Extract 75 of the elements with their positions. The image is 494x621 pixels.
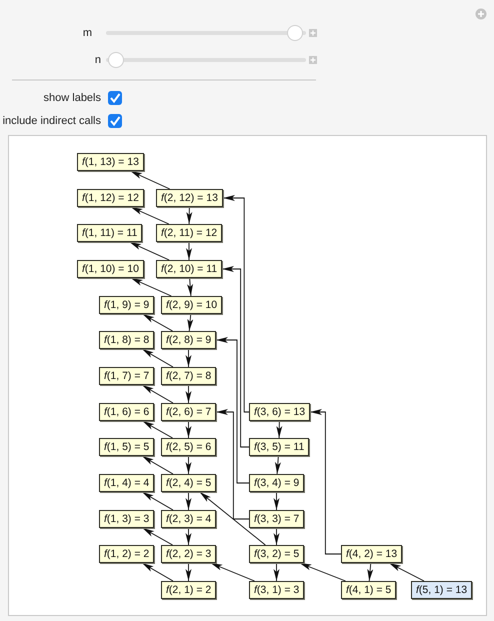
start-node: f(5, 1) = 13 (411, 581, 472, 600)
arrow (186, 420, 192, 438)
arrow (142, 562, 174, 582)
arrow (367, 562, 374, 582)
slider-label: m (82, 26, 92, 40)
call-box: f(1, 3) = 3 (99, 510, 154, 528)
arrow (142, 384, 174, 404)
arrow (130, 206, 170, 224)
checkbox-label: include indirect calls (2, 114, 101, 128)
arrow (276, 420, 282, 438)
arrow (130, 278, 172, 296)
call-box: f(2, 10) = 11 (156, 260, 222, 278)
arrow (299, 562, 346, 582)
call-box: f(1, 11) = 11 (77, 224, 142, 242)
arrow (142, 348, 174, 368)
arrow (142, 314, 173, 332)
arrow (274, 562, 280, 582)
call-box: f(3, 1) = 3 (249, 581, 304, 600)
call-box: f(1, 12) = 12 (77, 188, 144, 207)
call-box: f(1, 5) = 5 (99, 438, 154, 456)
arrow (199, 492, 266, 546)
call-box: f(2, 7) = 8 (161, 367, 216, 386)
arrow (186, 206, 192, 224)
arrow (186, 528, 192, 546)
arrow (130, 170, 170, 190)
arrow (274, 528, 280, 546)
call-box: f(3, 6) = 13 (249, 402, 310, 421)
call-box: f(1, 10) = 10 (77, 260, 144, 278)
call-box: f(2, 8) = 9 (161, 331, 216, 350)
call-box: f(2, 12) = 13 (156, 188, 223, 207)
call-box: f(1, 8) = 8 (99, 331, 154, 350)
call-box: f(3, 4) = 9 (249, 474, 304, 492)
arrow (142, 456, 174, 474)
arrow (310, 409, 342, 554)
call-box: f(3, 5) = 11 (249, 438, 310, 456)
call-box: f(2, 9) = 10 (161, 296, 222, 314)
slider-label: n (94, 53, 101, 67)
call-box: f(1, 2) = 2 (99, 545, 154, 564)
call-box: f(3, 3) = 7 (249, 510, 304, 528)
checkbox-label: show labels (44, 91, 101, 105)
call-box: f(2, 11) = 12 (156, 224, 222, 242)
call-box: f(3, 2) = 5 (249, 545, 304, 564)
arrow (274, 456, 281, 474)
arrow (142, 528, 173, 546)
arrow (216, 337, 250, 484)
call-box: f(1, 7) = 7 (99, 367, 154, 386)
arrow (186, 492, 192, 510)
call-box: f(2, 6) = 7 (161, 402, 216, 421)
arrow (222, 266, 250, 448)
call-box: f(1, 13) = 13 (77, 153, 144, 171)
call-box: f(4, 1) = 5 (341, 581, 396, 600)
arrow (216, 409, 250, 520)
arrow (186, 456, 192, 474)
arrow (187, 278, 194, 296)
call-box: f(4, 2) = 13 (341, 545, 402, 564)
call-box: f(1, 6) = 6 (99, 402, 154, 421)
arrow (274, 492, 280, 510)
call-box: f(2, 5) = 6 (161, 438, 216, 456)
arrow (186, 242, 192, 260)
arrow (142, 492, 174, 510)
call-box: f(2, 3) = 4 (161, 510, 216, 528)
arrow (186, 384, 192, 404)
arrow (388, 562, 424, 582)
arrow (186, 562, 192, 582)
arrow (186, 348, 192, 368)
arrow (210, 562, 255, 582)
call-box: f(1, 9) = 9 (99, 296, 154, 314)
arrow (142, 420, 173, 438)
call-box: f(1, 4) = 4 (99, 474, 154, 492)
call-box: f(2, 4) = 5 (161, 474, 216, 492)
arrow (128, 242, 170, 260)
arrow (187, 314, 194, 332)
call-box: f(2, 2) = 3 (161, 545, 216, 564)
arrow (222, 195, 250, 412)
call-box: f(2, 1) = 2 (161, 581, 216, 600)
